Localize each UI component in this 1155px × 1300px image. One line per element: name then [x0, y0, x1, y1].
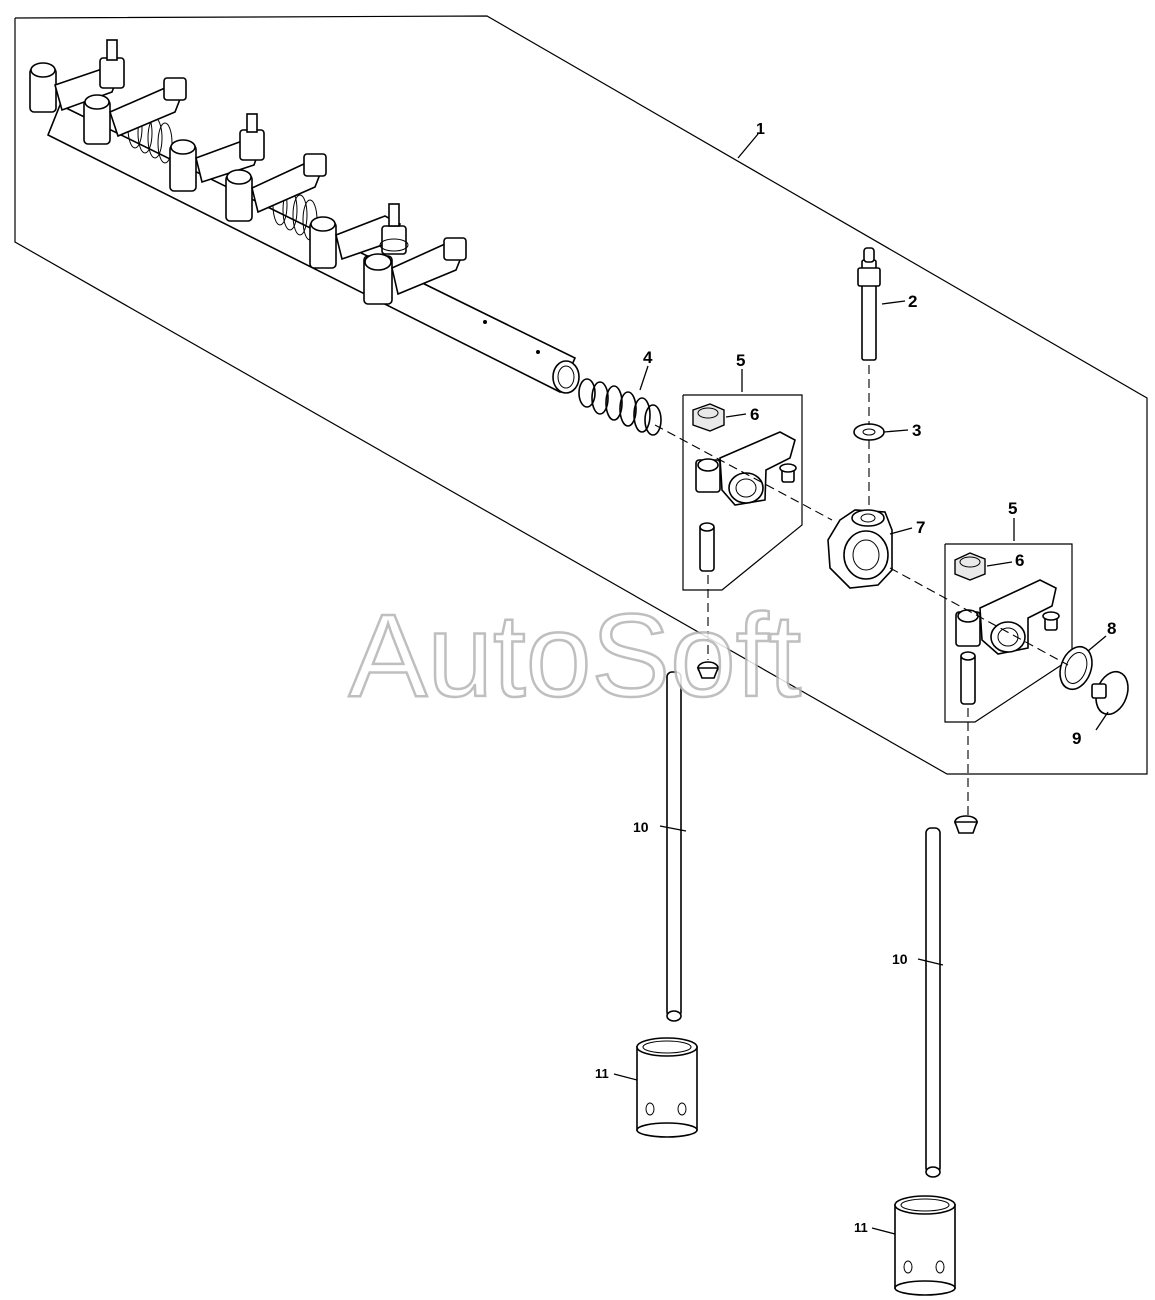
- tappet-right: [894, 1195, 956, 1296]
- rocker-arm-right: [954, 552, 1060, 705]
- callout-5-right: 5: [1008, 499, 1017, 518]
- callout-3: 3: [912, 421, 921, 440]
- subassembly-frame-left: [682, 394, 803, 591]
- push-rod-left: [666, 661, 720, 1022]
- callout-4: 4: [643, 348, 653, 367]
- callout-5-left: 5: [736, 351, 745, 370]
- callout-2: 2: [908, 292, 917, 311]
- bracket-item-7: [827, 509, 893, 589]
- watermark: AutoSoft: [349, 590, 802, 722]
- callout-11-right: 11: [854, 1220, 868, 1235]
- callout-1: 1: [756, 121, 765, 138]
- callout-11-left: 11: [595, 1066, 609, 1081]
- stud-item-2: [857, 247, 881, 361]
- callout-10-right: 10: [892, 951, 908, 967]
- plug-item-9: [1091, 670, 1129, 716]
- push-rod-right: [925, 815, 979, 1178]
- subassembly-frame-right: [944, 543, 1073, 723]
- leader-lines: [613, 133, 1109, 1235]
- callout-6-right: 6: [1015, 551, 1024, 570]
- spring-item-4: [578, 378, 662, 436]
- callout-10-left: 10: [633, 819, 649, 835]
- callout-9: 9: [1072, 729, 1081, 748]
- rocker-arm-left: [692, 403, 797, 572]
- washer-item-3: [853, 423, 885, 441]
- callout-6-left: 6: [750, 405, 759, 424]
- rocker-shaft-assembly: [29, 39, 580, 394]
- tappet-left: [636, 1037, 698, 1138]
- assembly-center-lines: [654, 365, 1069, 815]
- seal-item-8: [1059, 645, 1093, 691]
- assembly-frame: [14, 15, 1148, 775]
- callout-8: 8: [1107, 619, 1116, 638]
- callouts: 1 2 3 4 5 6 7 5 6 8 9 10 10 11 11: [595, 121, 1116, 1235]
- callout-7: 7: [916, 518, 925, 537]
